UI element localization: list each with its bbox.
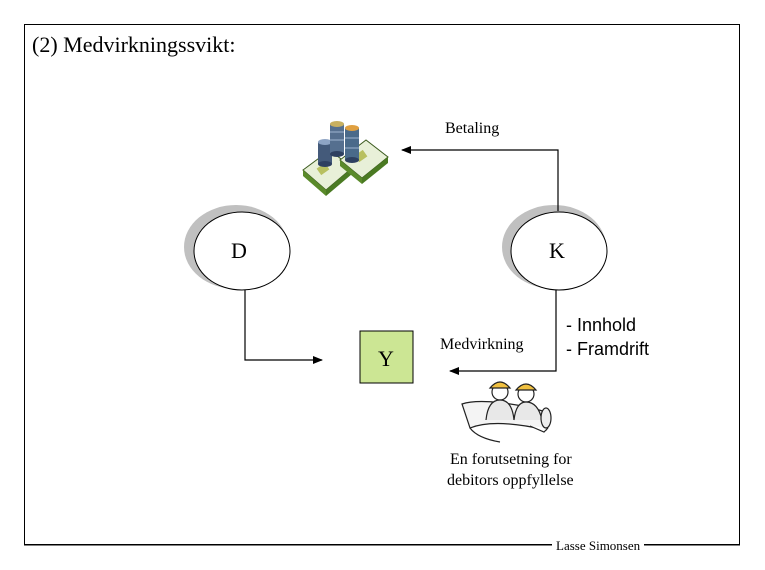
money-stack-icon bbox=[302, 121, 389, 196]
node-k-label: K bbox=[549, 238, 565, 263]
node-d-label: D bbox=[231, 238, 247, 263]
slide-title: (2) Medvirkningssvikt: bbox=[32, 32, 236, 57]
cooperation-label: Medvirkning bbox=[440, 336, 524, 353]
progress-label: - Framdrift bbox=[566, 339, 649, 359]
cooperation-arrow bbox=[449, 290, 557, 375]
content-label: - Innhold bbox=[566, 315, 637, 335]
precondition-label-line2: debitors oppfyllelse bbox=[447, 472, 574, 489]
payment-label: Betaling bbox=[445, 120, 500, 137]
payment-arrow bbox=[401, 146, 559, 211]
node-k bbox=[502, 205, 608, 291]
node-y-box bbox=[359, 330, 414, 384]
d-to-y-arrow bbox=[244, 290, 323, 364]
construction-workers-icon bbox=[461, 381, 552, 443]
node-y-label: Y bbox=[378, 346, 394, 371]
footer-author: Lasse Simonsen bbox=[552, 538, 645, 553]
node-d bbox=[184, 205, 291, 291]
node-k-circle bbox=[510, 211, 608, 291]
precondition-label-line1: En forutsetning for bbox=[450, 451, 572, 468]
node-d-circle bbox=[193, 211, 291, 291]
